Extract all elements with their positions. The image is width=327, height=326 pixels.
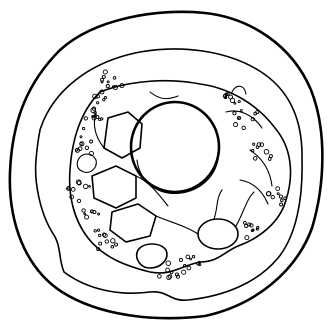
granule	[71, 188, 75, 192]
granule	[84, 117, 87, 120]
granule	[107, 81, 109, 83]
granule	[97, 102, 99, 104]
granule	[84, 184, 88, 188]
small-body-left	[77, 154, 96, 172]
granule	[257, 226, 259, 228]
granule	[276, 187, 280, 191]
strand-to-oval	[214, 190, 222, 219]
strand-4	[232, 86, 246, 94]
granule	[253, 157, 257, 161]
cytoplasm-outline	[70, 81, 291, 273]
granule	[279, 195, 282, 198]
granule	[99, 234, 101, 236]
granule	[103, 99, 105, 101]
granule	[99, 118, 101, 120]
oval-organelle	[198, 219, 238, 249]
granule	[99, 242, 102, 245]
granule	[245, 224, 248, 227]
granule	[85, 215, 89, 219]
granule	[281, 199, 284, 202]
polygon-body-upper-left	[104, 112, 142, 158]
nucleus-inner-contour	[137, 160, 218, 193]
granule	[80, 143, 83, 146]
polygon-body-left	[92, 166, 136, 208]
granule	[94, 230, 96, 232]
granule	[251, 149, 254, 152]
granule	[256, 146, 259, 149]
granule	[80, 136, 82, 138]
granule	[82, 127, 84, 129]
granule	[277, 193, 279, 195]
granule	[238, 100, 240, 102]
granule	[237, 117, 239, 119]
granule	[187, 266, 191, 270]
granule	[186, 255, 190, 259]
granule	[84, 213, 86, 215]
granule	[77, 199, 80, 202]
granule	[284, 197, 287, 200]
granule	[106, 85, 109, 88]
granule	[233, 112, 236, 115]
strand-right	[236, 192, 254, 226]
granule	[280, 203, 283, 206]
granule	[170, 271, 173, 274]
granule	[234, 123, 238, 127]
granule	[111, 239, 115, 243]
granule	[94, 112, 96, 114]
granule	[115, 243, 118, 246]
granule	[190, 258, 192, 260]
granule	[192, 256, 194, 258]
granule	[269, 155, 272, 158]
granule	[229, 95, 233, 99]
granule	[85, 146, 88, 149]
granule	[105, 240, 108, 243]
inner-wall	[36, 49, 302, 300]
strand-2	[156, 216, 198, 234]
granule	[93, 211, 96, 214]
granule	[264, 150, 269, 155]
granule	[240, 110, 242, 112]
granule	[245, 236, 249, 240]
granule	[244, 221, 247, 224]
granule	[82, 209, 85, 212]
granule	[242, 126, 245, 129]
granule	[98, 229, 100, 231]
granule	[271, 195, 274, 198]
granule	[179, 258, 182, 261]
granule	[90, 140, 93, 143]
granule	[158, 275, 162, 279]
granule	[113, 77, 116, 80]
granule	[111, 246, 114, 249]
strand-5	[250, 150, 272, 186]
granule	[166, 261, 171, 266]
granule	[104, 97, 106, 99]
granule	[166, 268, 170, 272]
granule	[98, 213, 100, 215]
granule	[182, 270, 186, 274]
polygon-body-lower-left	[110, 204, 156, 242]
granule	[234, 102, 236, 104]
granule	[253, 143, 255, 145]
granule	[89, 185, 91, 187]
rounded-body-bottom	[137, 244, 167, 268]
granule	[101, 81, 103, 83]
strand-8	[150, 92, 178, 99]
granule	[102, 75, 105, 78]
granule	[103, 70, 107, 74]
